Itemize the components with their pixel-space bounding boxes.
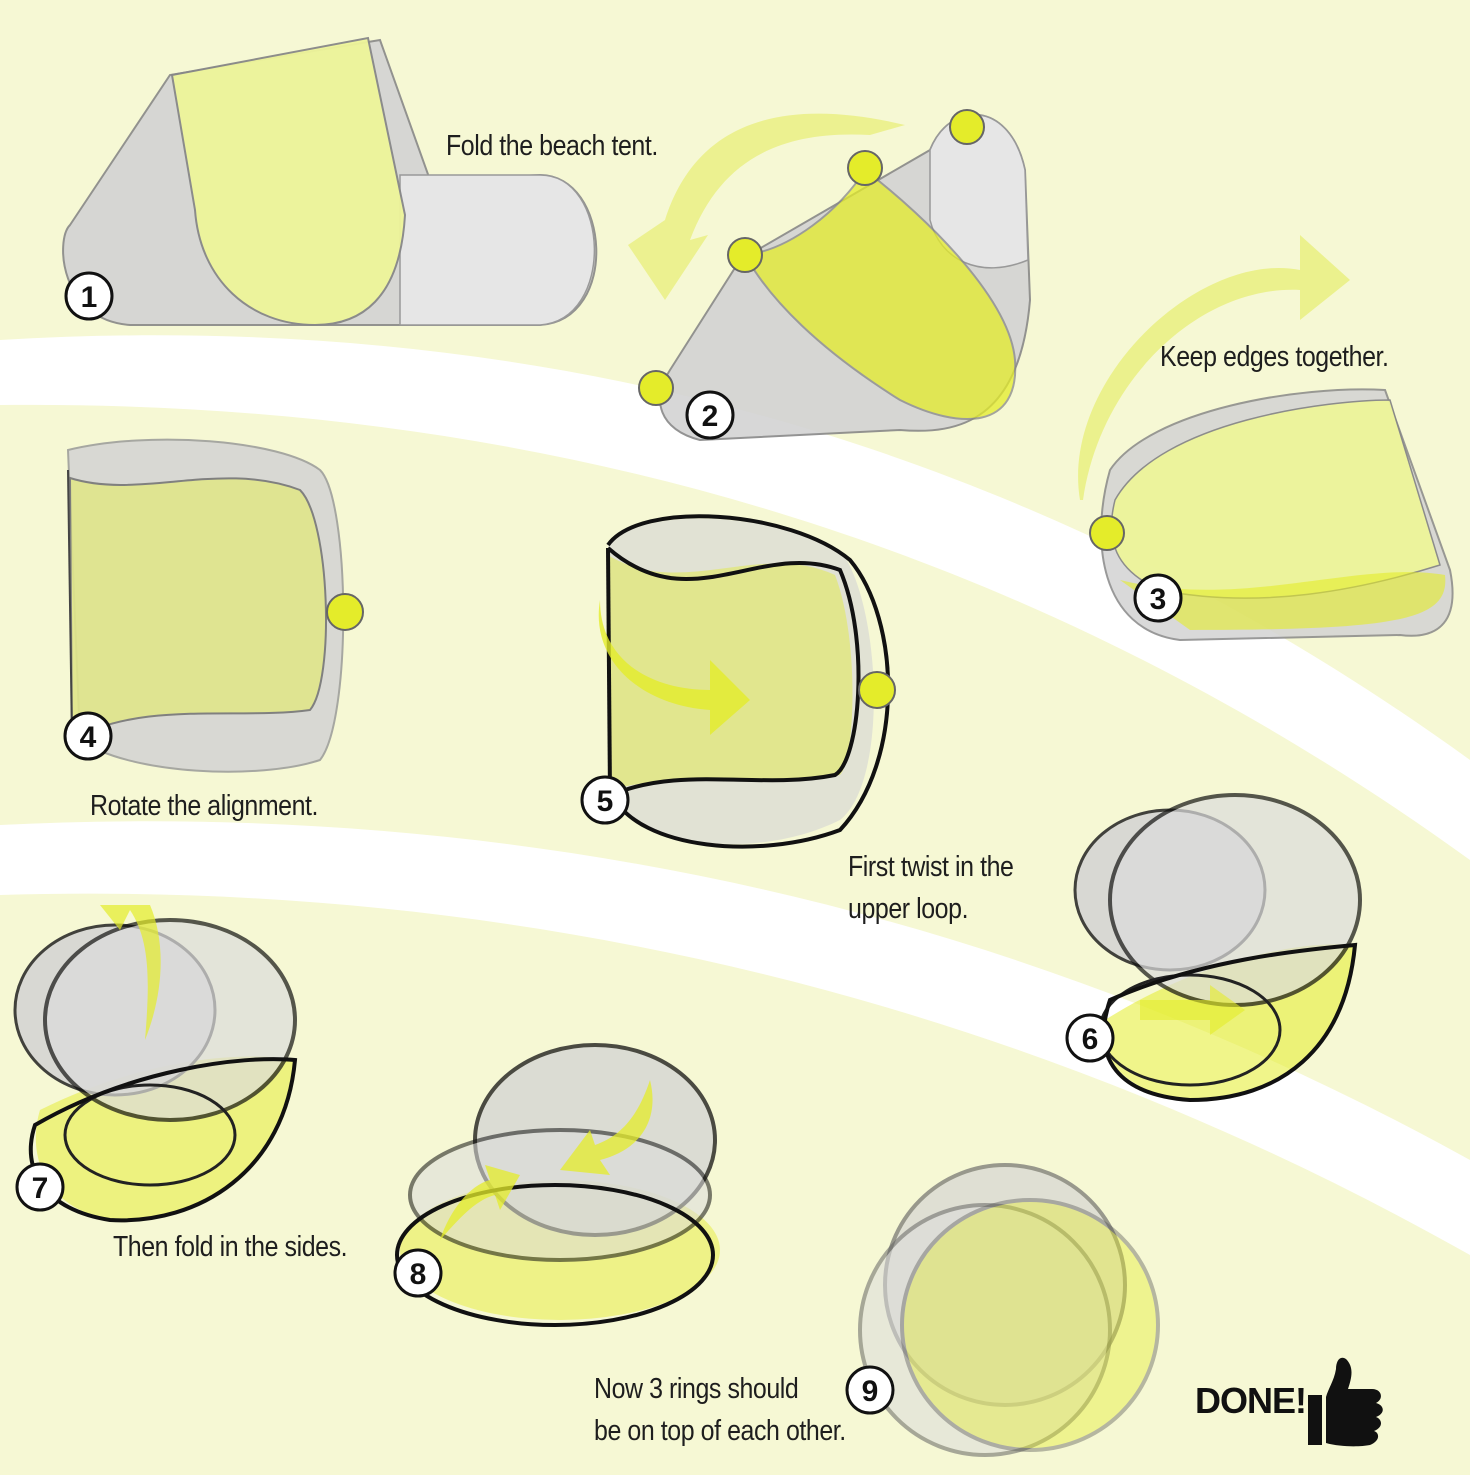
step-3-illustration — [1078, 235, 1454, 642]
step-7-number: 7 — [32, 1172, 49, 1205]
step-7-illustration — [13, 905, 298, 1223]
yellow-marker-dot — [1089, 515, 1125, 551]
step-5-caption: First twist in the upper loop. — [848, 846, 1014, 930]
yellow-marker-dot — [638, 370, 674, 406]
step-9-caption: Now 3 rings should be on top of each othe… — [594, 1368, 846, 1452]
step-5-number: 5 — [597, 785, 614, 818]
step-8-number: 8 — [410, 1258, 427, 1291]
step-8-illustration — [395, 1043, 720, 1327]
step-3-caption-line: Keep edges together. — [1160, 341, 1389, 373]
step-9-caption-line-1: Now 3 rings should — [594, 1373, 799, 1405]
step-7-badge: 7 — [15, 1162, 65, 1212]
step-4-number: 4 — [80, 721, 97, 754]
step-5-caption-line-2: upper loop. — [848, 893, 969, 926]
step-5-caption-line-1: First twist in the — [848, 851, 1014, 883]
step-2-illustration — [628, 109, 1032, 442]
step-5-badge: 5 — [580, 775, 630, 825]
yellow-marker-dot — [949, 109, 985, 145]
yellow-marker-dot — [858, 671, 896, 709]
step-4-caption-line: Rotate the alignment. — [90, 790, 319, 822]
step-4-caption: Rotate the alignment. — [90, 785, 318, 827]
step-badges: 1 2 3 4 5 6 7 8 9 — [15, 271, 1183, 1415]
step-7-caption-line: Then fold in the sides. — [113, 1231, 348, 1263]
step-6-badge: 6 — [1065, 1013, 1115, 1063]
step-9-illustration — [858, 1163, 1160, 1457]
step-1-number: 1 — [81, 281, 98, 314]
yellow-marker-dot — [847, 150, 883, 186]
step-2-number: 2 — [702, 400, 719, 433]
step-3-badge: 3 — [1133, 573, 1183, 623]
step-1-caption: Fold the beach tent. — [446, 125, 658, 167]
step-2-badge: 2 — [685, 390, 735, 440]
step-1-caption-line: Fold the beach tent. — [446, 130, 658, 162]
done-label: DONE! — [1195, 1380, 1307, 1421]
step-8-badge: 8 — [393, 1248, 443, 1298]
step-1-illustration — [62, 36, 598, 327]
step-4-illustration — [66, 438, 364, 773]
step-7-caption: Then fold in the sides. — [113, 1226, 348, 1268]
yellow-marker-dot — [326, 593, 364, 631]
step-6-illustration — [1073, 793, 1362, 1103]
step-1-badge: 1 — [64, 271, 114, 321]
step-9-badge: 9 — [845, 1365, 895, 1415]
step-3-caption: Keep edges together. — [1160, 336, 1389, 378]
step-9-caption-line-2: be on top of each other. — [594, 1415, 846, 1448]
step-5-illustration — [598, 514, 896, 849]
step-9-number: 9 — [862, 1375, 879, 1408]
step-6-number: 6 — [1082, 1023, 1099, 1056]
step-4-badge: 4 — [63, 711, 113, 761]
yellow-marker-dot — [727, 237, 763, 273]
thumbs-up-icon — [1308, 1357, 1383, 1447]
step-3-number: 3 — [1150, 583, 1167, 616]
